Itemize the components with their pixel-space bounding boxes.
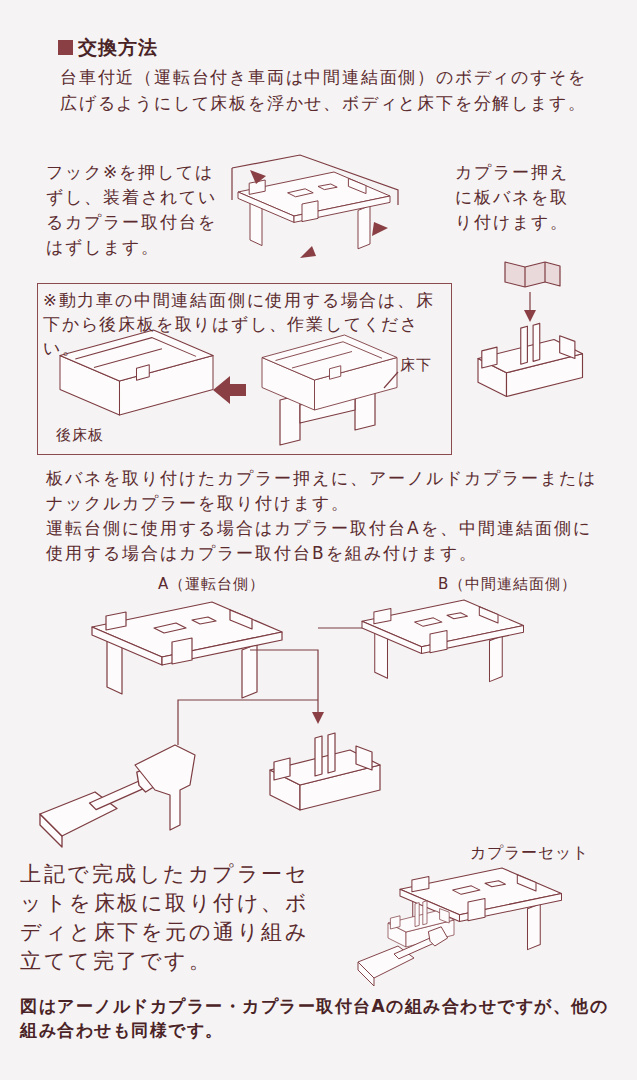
spring-illustration <box>478 323 583 396</box>
body-removal-illustration <box>300 246 316 258</box>
holder-part <box>270 733 380 810</box>
floor-removal-illustration <box>384 372 398 388</box>
step-text: カプラー押えに板バネを取り付けます。 <box>455 160 587 235</box>
spring-illustration <box>524 310 536 322</box>
body-removal-illustration <box>232 155 398 258</box>
body-removal-illustration <box>372 222 388 236</box>
section-title: 交換方法 <box>78 35 158 60</box>
body-removal-illustration <box>231 168 232 200</box>
step-text: 運転台側に使用する場合はカプラー取付台Aを、中間連結面側に使用する場合はカプラー… <box>46 516 604 566</box>
floor-removal-illustration <box>213 376 246 404</box>
coupler-set-illustration <box>358 868 562 986</box>
note-text: ※動力車の中間連結面側に使用する場合は、床下から後床板を取りはずし、作業してくだ… <box>43 289 447 361</box>
floor-removal-illustration <box>60 330 213 415</box>
part-name: 床下 <box>400 355 432 375</box>
spring-illustration <box>505 262 560 287</box>
floor-removal-illustration <box>262 335 397 410</box>
assembly-lines <box>318 627 362 628</box>
assembly-lines <box>178 628 362 745</box>
step-text: フック※を押してはずし、装着されているカプラー取付台をはずします。 <box>46 160 232 260</box>
part-name: A（運転台側） <box>158 574 265 594</box>
assembly-lines <box>178 700 318 745</box>
mount-b <box>362 600 524 682</box>
part-name: カプラーセット <box>470 842 589 863</box>
step-text: 板バネを取り付けたカプラー押えに、アーノルドカプラーまたはナックルカプラーを取り… <box>46 466 604 516</box>
assembly-lines <box>250 650 318 712</box>
spring-illustration <box>478 262 583 397</box>
step-text: 台車付近（運転台付き車両は中間連結面側）のボディのすそを広げるようにして床板を浮… <box>60 64 605 116</box>
spring-illustration <box>529 292 530 312</box>
spring-illustration <box>544 262 545 282</box>
spring-illustration <box>524 267 525 287</box>
part-name: 後床板 <box>56 425 104 445</box>
body-removal-illustration <box>250 170 266 184</box>
coupler-set-illustration <box>358 927 448 986</box>
step-text: 上記で完成したカプラーセットを床板に取り付け、ボディと床下を元の通り組み立てて完… <box>20 860 312 976</box>
note-box: ※動力車の中間連結面側に使用する場合は、床下から後床板を取りはずし、作業してくだ… <box>37 283 452 455</box>
footnote: 図はアーノルドカプラー・カプラー取付台Aの組み合わせですが、他の組み合わせも同様… <box>20 994 620 1042</box>
body-removal-illustration <box>238 172 390 249</box>
title-square <box>58 40 73 55</box>
floor-removal-illustration <box>60 330 398 445</box>
part-name: B（中間連結面側） <box>438 574 577 594</box>
coupler-bracket <box>135 745 195 830</box>
assembly-lines <box>312 712 324 724</box>
